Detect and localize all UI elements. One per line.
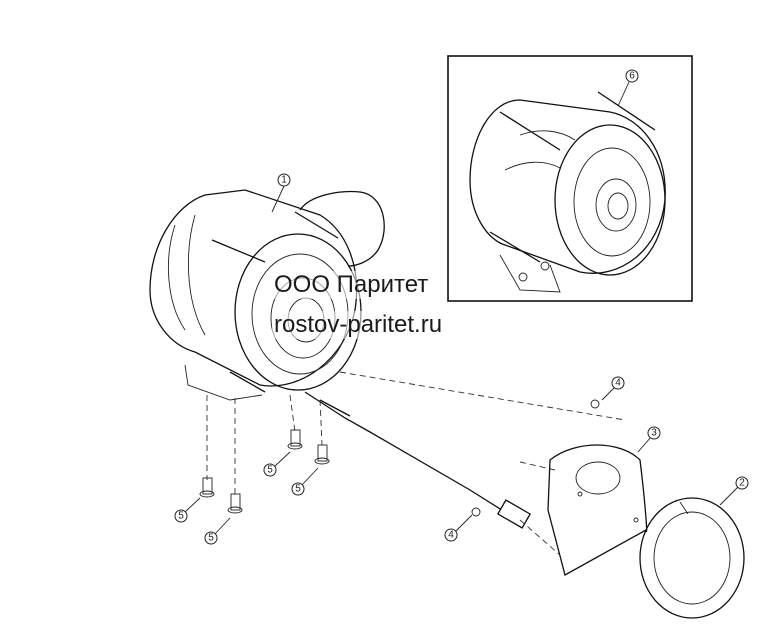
svg-text:4: 4 <box>448 530 454 541</box>
mounting-plate <box>547 444 648 576</box>
callout-2: 2 <box>735 476 749 490</box>
callout-1: 1 <box>277 173 291 187</box>
svg-text:2: 2 <box>739 478 745 489</box>
screws <box>199 399 600 517</box>
callout-6: 6 <box>625 69 639 83</box>
callout-4-bottom: 4 <box>444 528 458 542</box>
callout-5-c: 5 <box>174 509 188 523</box>
svg-text:1: 1 <box>281 175 287 186</box>
watermark-website: rostov-paritet.ru <box>272 311 445 339</box>
svg-text:5: 5 <box>267 465 273 476</box>
small-screw-a <box>590 399 600 409</box>
callout-5-d: 5 <box>204 531 218 545</box>
leader-lines <box>184 81 739 535</box>
callout-5-a: 5 <box>263 463 277 477</box>
screw-b <box>227 493 243 514</box>
callout-5-b: 5 <box>291 482 305 496</box>
clamp-ring <box>639 497 745 619</box>
svg-text:5: 5 <box>295 484 301 495</box>
screw-c <box>287 429 303 450</box>
screw-d <box>314 444 330 465</box>
svg-text:6: 6 <box>629 71 635 82</box>
watermark-company: ООО Паритет <box>272 271 431 299</box>
callout-3: 3 <box>647 426 661 440</box>
callout-4-top: 4 <box>611 376 625 390</box>
main-blower-assembly <box>149 189 532 529</box>
small-screw-b <box>471 507 481 517</box>
svg-text:5: 5 <box>178 511 184 522</box>
svg-text:3: 3 <box>651 428 657 439</box>
inset-blower <box>469 91 666 293</box>
assembly-guide-lines <box>206 371 626 556</box>
svg-text:5: 5 <box>208 533 214 544</box>
inset-detail-box <box>447 55 693 302</box>
screw-a <box>199 477 215 498</box>
svg-text:4: 4 <box>615 378 621 389</box>
